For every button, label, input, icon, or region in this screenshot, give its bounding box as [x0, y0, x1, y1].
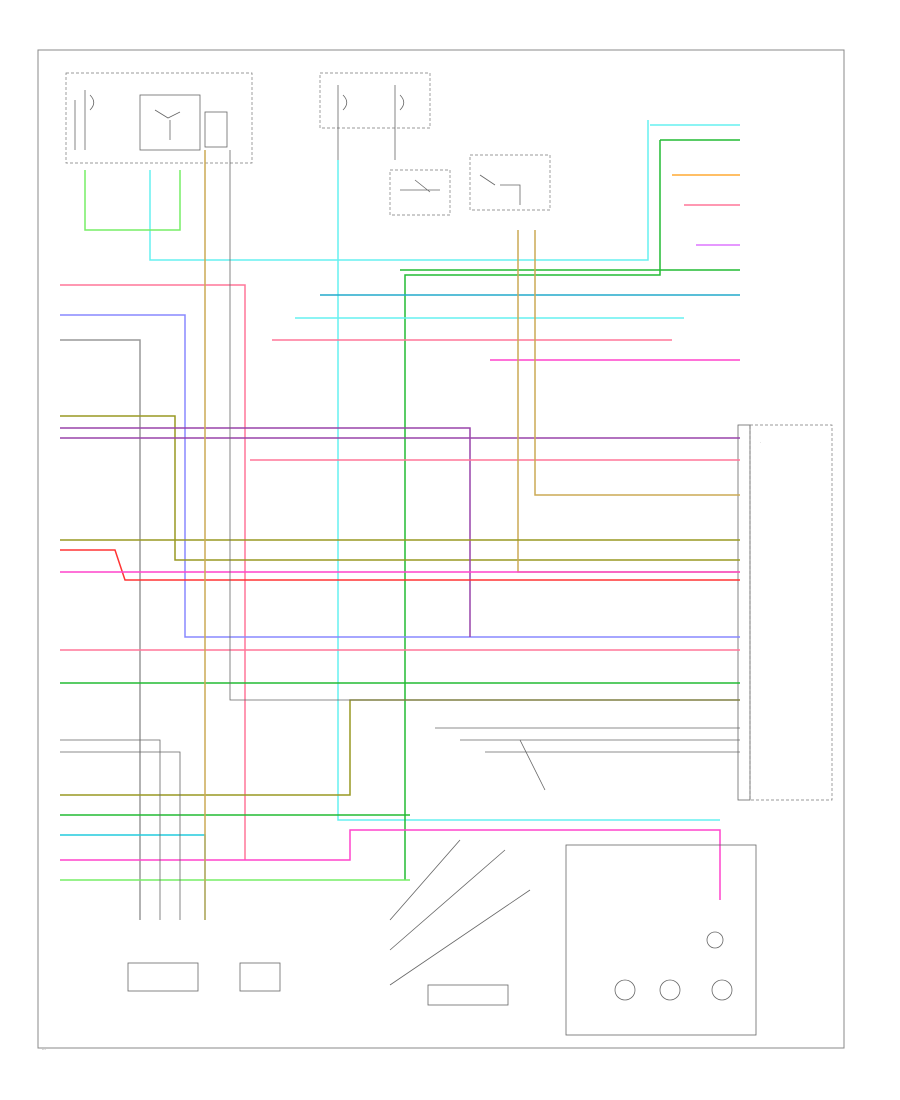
wire-pink-left-1 — [60, 284, 246, 860]
diagram-frame — [37, 49, 845, 1049]
leader-line-2 — [389, 849, 506, 951]
wire-cyan-3 — [60, 834, 206, 920]
pcm-module — [749, 424, 833, 801]
fuse-1 — [84, 90, 95, 150]
watermark: ... — [42, 1046, 46, 1051]
ground-box — [565, 844, 757, 1036]
relay-symbol — [139, 94, 201, 151]
brake-switch-contact — [400, 179, 440, 193]
power-distribution-box — [65, 72, 253, 164]
wire-purple-1 — [60, 427, 471, 637]
leader-line-3 — [389, 889, 531, 986]
wire-gray-harness-5 — [60, 739, 161, 920]
fuse-block-center — [319, 72, 431, 129]
fuse-3 — [337, 85, 348, 160]
sensor-symbol-4 — [706, 931, 724, 949]
wire-red-1 — [60, 549, 740, 581]
wire-gray-left-1 — [60, 339, 141, 920]
relay-contact — [154, 109, 181, 140]
wire-olive-1 — [60, 415, 740, 561]
sensor-symbol-3 — [711, 979, 733, 1001]
wire-tan-2 — [517, 230, 740, 573]
svg-text:.: . — [760, 439, 761, 444]
relay-coil — [204, 111, 228, 148]
leader-line-4 — [519, 739, 546, 791]
sensor-symbol-1 — [614, 979, 636, 1001]
fuse-4 — [394, 85, 405, 160]
solenoid-connector — [427, 984, 509, 1006]
wire-blue-left-1 — [60, 314, 740, 638]
wire-green-2 — [404, 140, 661, 880]
range-switch-contact — [479, 174, 521, 205]
wire-olive-3 — [60, 699, 740, 796]
pcm-connector-strip — [737, 424, 751, 801]
wire-tan-1 — [534, 230, 740, 496]
wire-cyan-loop — [149, 120, 649, 261]
range-switch-box — [469, 154, 551, 211]
brake-switch-box — [389, 169, 451, 216]
sensor-connector-1 — [127, 962, 199, 992]
wire-lightcyan-top — [337, 160, 720, 821]
leader-line-1 — [389, 839, 461, 921]
wire-gray-harness-6 — [60, 751, 181, 920]
sensor-symbol-2 — [659, 979, 681, 1001]
sensor-connector-2 — [239, 962, 281, 992]
wire-gray-harness-1 — [229, 150, 740, 701]
wire-lightgreen-2 — [84, 170, 181, 231]
wire-magenta-3 — [60, 829, 721, 900]
pcm-pin-labels: . — [760, 439, 761, 444]
